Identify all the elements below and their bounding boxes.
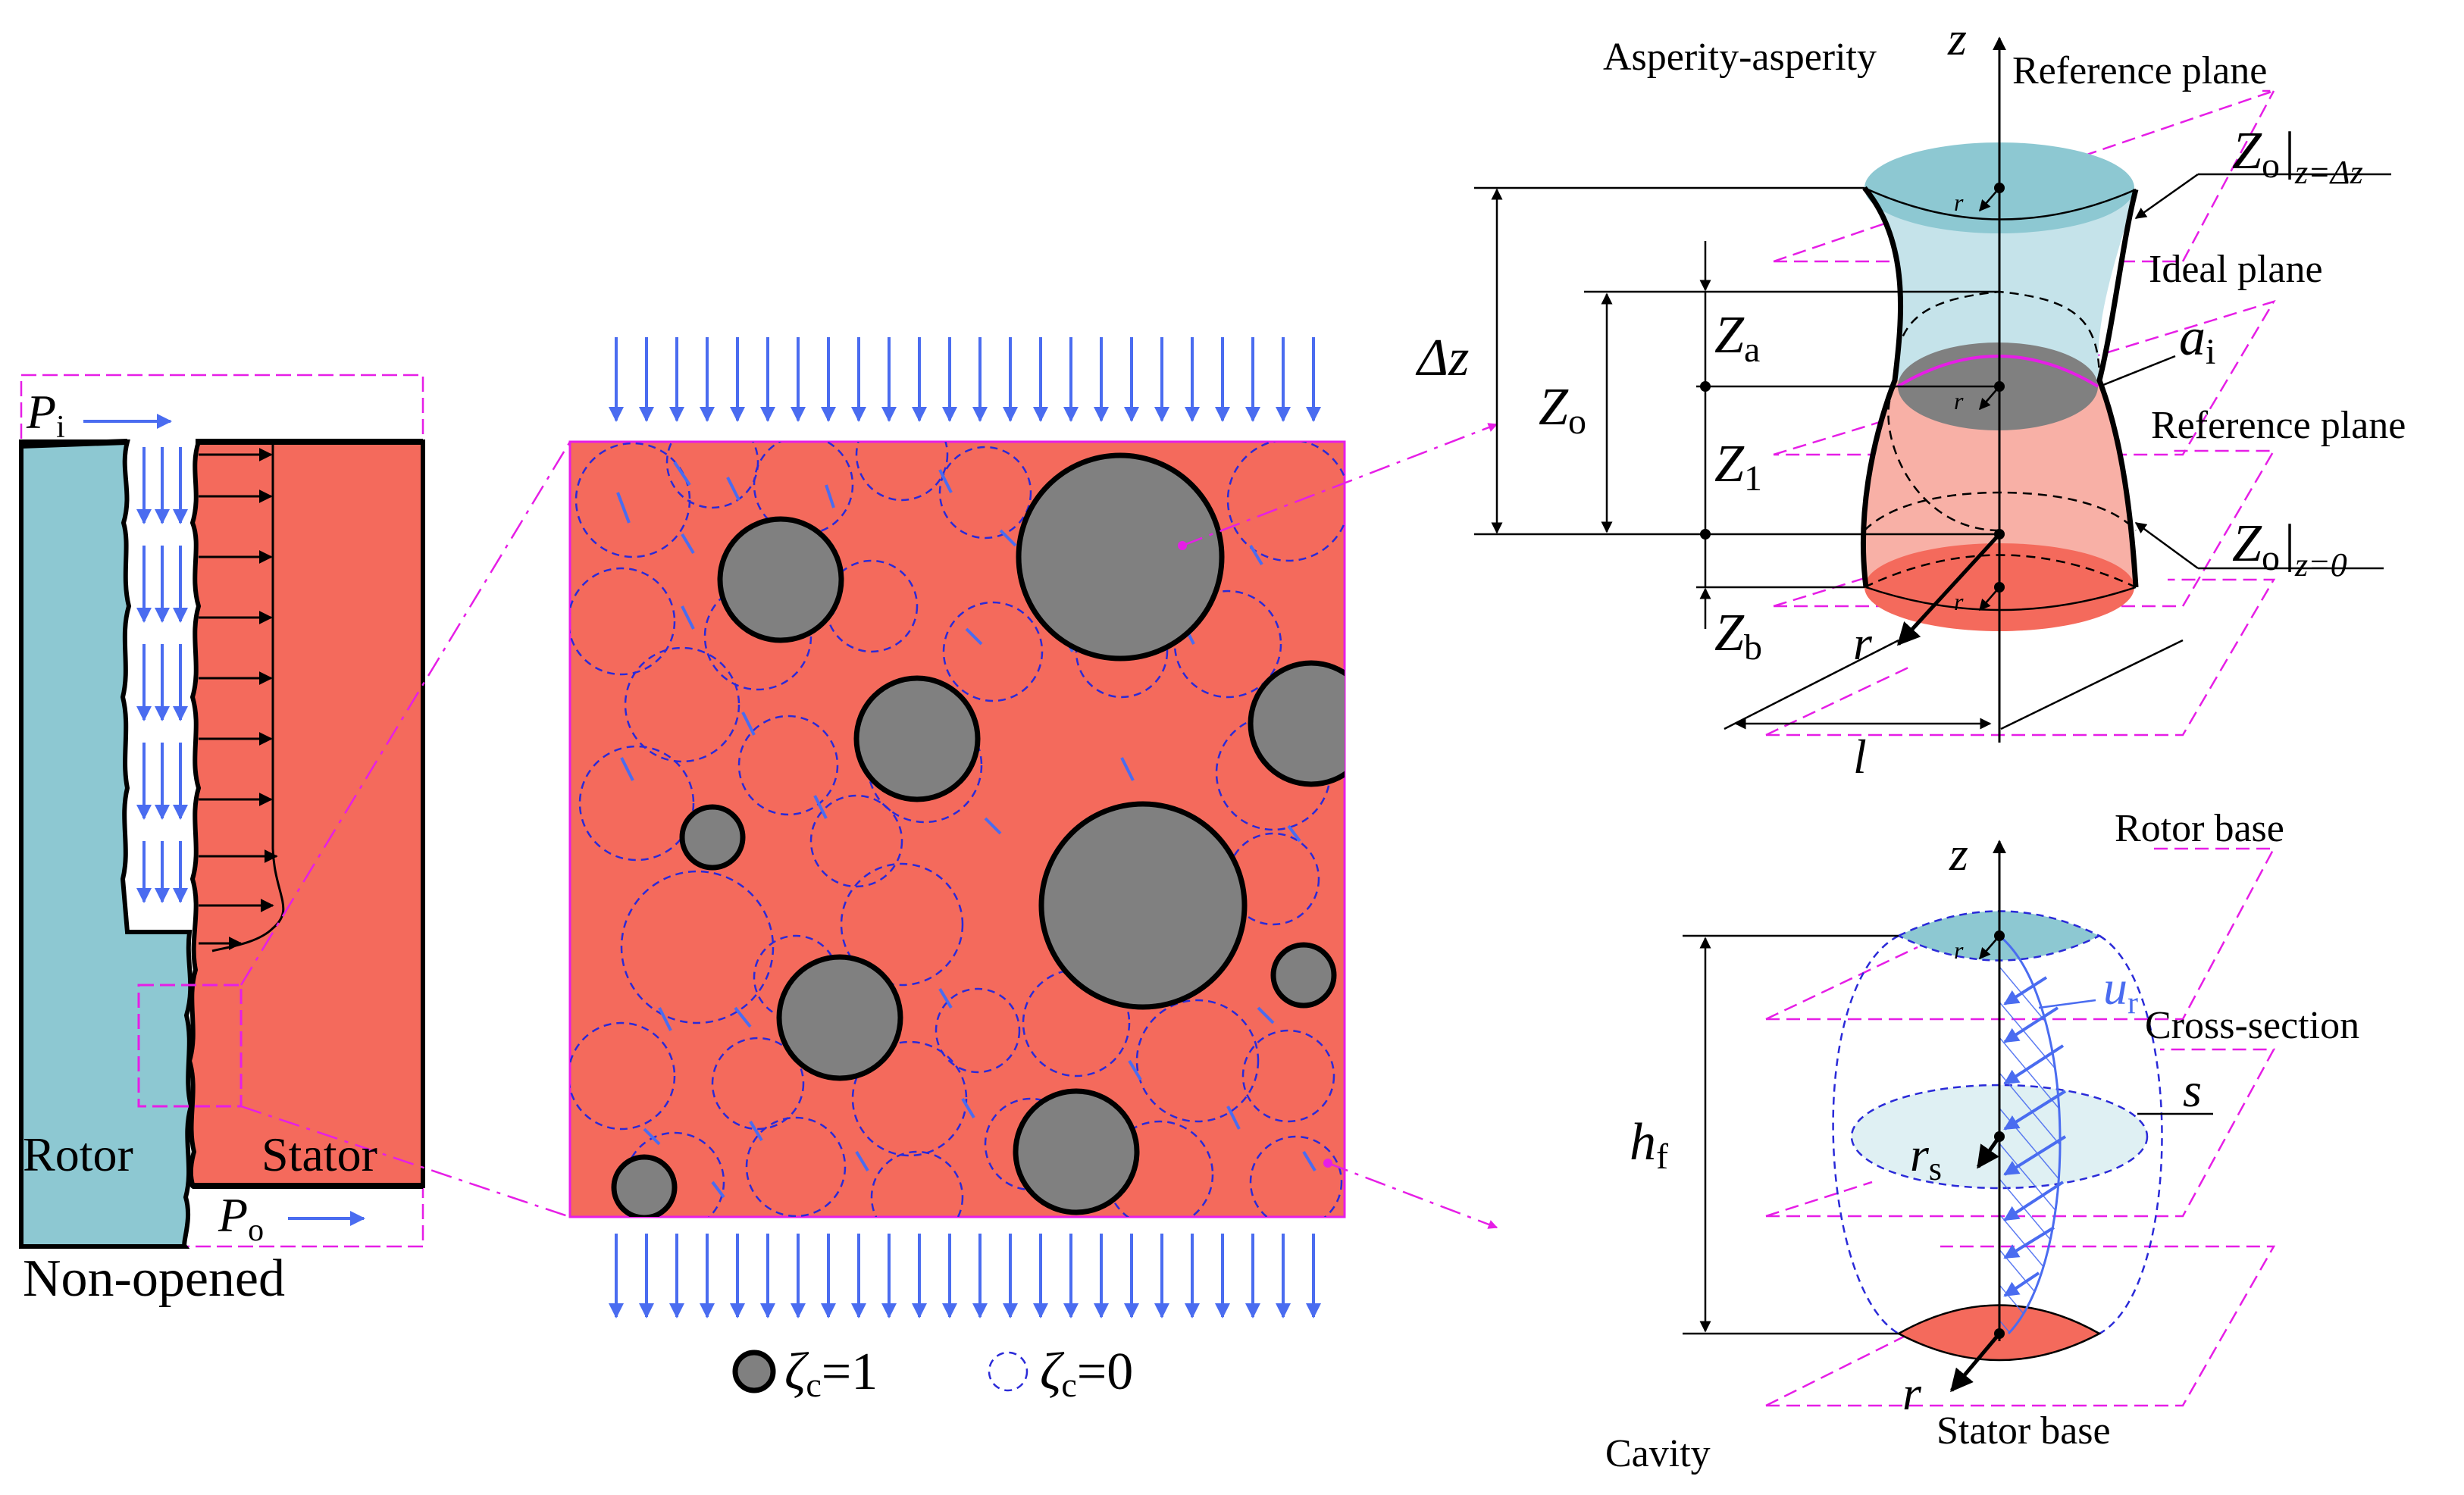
reference-plane-top-label: Reference plane: [2012, 49, 2267, 92]
l-dim-label: l: [1853, 730, 1867, 783]
zo-dim-label: Zo: [1539, 378, 1586, 442]
solid-particles: [611, 452, 1345, 1217]
r-small-label-contact: r: [1954, 387, 1964, 414]
bottom-load-arrows: [609, 1234, 1321, 1318]
legend-solid-label: ζc=1: [784, 1343, 878, 1404]
zo-bot-leader: [2134, 521, 2199, 570]
plane-rotor-base: [1765, 847, 2276, 1021]
middle-panel: ζc=1 ζc=0: [568, 337, 1498, 1404]
ur-label: ur: [2103, 961, 2138, 1021]
cavity-title: Cavity: [1605, 1432, 1711, 1475]
particle: [611, 1154, 678, 1217]
ai-leader: [2099, 355, 2176, 388]
pointer-line-top: [1182, 423, 1498, 547]
dim-node: [1700, 381, 1711, 392]
particle: [717, 516, 844, 643]
s-label: s: [2183, 1063, 2202, 1117]
axis-node: [1994, 183, 2005, 193]
particle: [1038, 801, 1248, 1010]
rotor-body: [19, 439, 194, 1249]
pointer-line-bottom: [1327, 1162, 1498, 1229]
stator-body: [186, 439, 425, 1189]
cross-section-label: Cross-section: [2145, 1004, 2359, 1047]
zo-top-leader: [2134, 173, 2199, 220]
inlet-pressure-label: Pi: [26, 385, 65, 445]
asperity-panel: Asperity-asperity z Reference plane Idea…: [1415, 11, 2406, 783]
top-load-arrows: [609, 337, 1321, 422]
velocity-profile-fill: [1999, 936, 2061, 1334]
magnify-line-top: [240, 441, 571, 986]
outlet-pressure-label: Po: [218, 1188, 264, 1248]
legend-dashed-label: ζc=0: [1040, 1343, 1133, 1404]
stator-label: Stator: [261, 1128, 377, 1181]
zo-bot-label: Zo|z=0: [2232, 514, 2347, 583]
rotor-top-edge: [20, 439, 128, 449]
cavity-r-axis: [1950, 1332, 2001, 1393]
magnify-line-bottom: [240, 1105, 571, 1218]
particle: [1248, 660, 1345, 787]
left-panel: Pi Po Rotor Stator Non-opened: [19, 374, 571, 1308]
magnify-box: [137, 984, 243, 1108]
rs-label: rs: [1910, 1128, 1942, 1187]
velocity-arrows: [2003, 976, 2067, 1297]
delta-z-label: Δz: [1415, 329, 1469, 387]
l-ext-left: [1724, 639, 1899, 730]
particle: [1270, 942, 1337, 1009]
asperity-title: Asperity-asperity: [1603, 36, 1877, 79]
zb-label: Zb: [1714, 604, 1762, 668]
dashed-circles: [570, 442, 1345, 1217]
cavity-r-axis-label: r: [1902, 1366, 1922, 1420]
reference-plane-mid-label: Reference plane: [2151, 404, 2406, 447]
hidden-arc-lower: [1887, 386, 2000, 532]
r-small-label-rotor: r: [1954, 937, 1964, 964]
pressure-arrows: [199, 448, 278, 950]
axis-node: [1994, 1328, 2005, 1339]
axis-node: [1994, 381, 2005, 392]
stator-base-label: Stator base: [1936, 1409, 2111, 1453]
rotor-base-label: Rotor base: [2115, 807, 2284, 850]
axis-node: [1994, 529, 2005, 540]
za-label: Za: [1714, 306, 1760, 370]
rotor-label: Rotor: [23, 1128, 133, 1181]
z1-label: Z1: [1714, 435, 1762, 499]
plane-stator-base: [1765, 1245, 2276, 1407]
cavity-axis-z-label: z: [1949, 827, 1968, 880]
axis-node: [1994, 1131, 2005, 1142]
r-axis: [1896, 533, 2001, 646]
axis-node: [1994, 930, 2005, 941]
ur-leader: [2038, 999, 2096, 1009]
r-axis-label: r: [1853, 616, 1873, 670]
state-label: Non-opened: [23, 1249, 285, 1308]
plane-cross-section: [1765, 1048, 2276, 1218]
asperity-left-outline: [1861, 186, 1904, 588]
particle: [1016, 452, 1225, 661]
ai-label: ai: [2179, 308, 2215, 372]
velocity-profile-curve: [1999, 934, 2062, 1335]
particle: [679, 804, 746, 871]
particle: [853, 675, 981, 802]
zo-top-label: Zo|z=Δz: [2232, 122, 2363, 191]
cavity-panel: z Rotor base ur Cross-section s hf rs r …: [1605, 807, 2359, 1475]
contact-upper-arc: [1896, 355, 2099, 388]
legend-solid-symbol-icon: [732, 1350, 776, 1393]
ideal-plane-label: Ideal plane: [2149, 248, 2323, 291]
hf-label: hf: [1630, 1113, 1668, 1177]
asperity-right-outline: [2096, 189, 2139, 588]
legend-dashed-symbol-icon: [988, 1351, 1028, 1392]
l-ext-right: [2000, 639, 2184, 730]
axis-node: [1994, 582, 2005, 593]
r-small-label-bottom: r: [1954, 588, 1964, 615]
dim-node: [1700, 529, 1711, 540]
particle: [776, 954, 903, 1081]
particle: [1013, 1088, 1140, 1215]
cavity-outline-left: [1832, 934, 1899, 1335]
r-small-label: r: [1954, 189, 1964, 216]
flow-arrows: [136, 447, 188, 903]
asperity-axis-z-label: z: [1947, 11, 1967, 65]
rs-axis: [1976, 1135, 2002, 1169]
